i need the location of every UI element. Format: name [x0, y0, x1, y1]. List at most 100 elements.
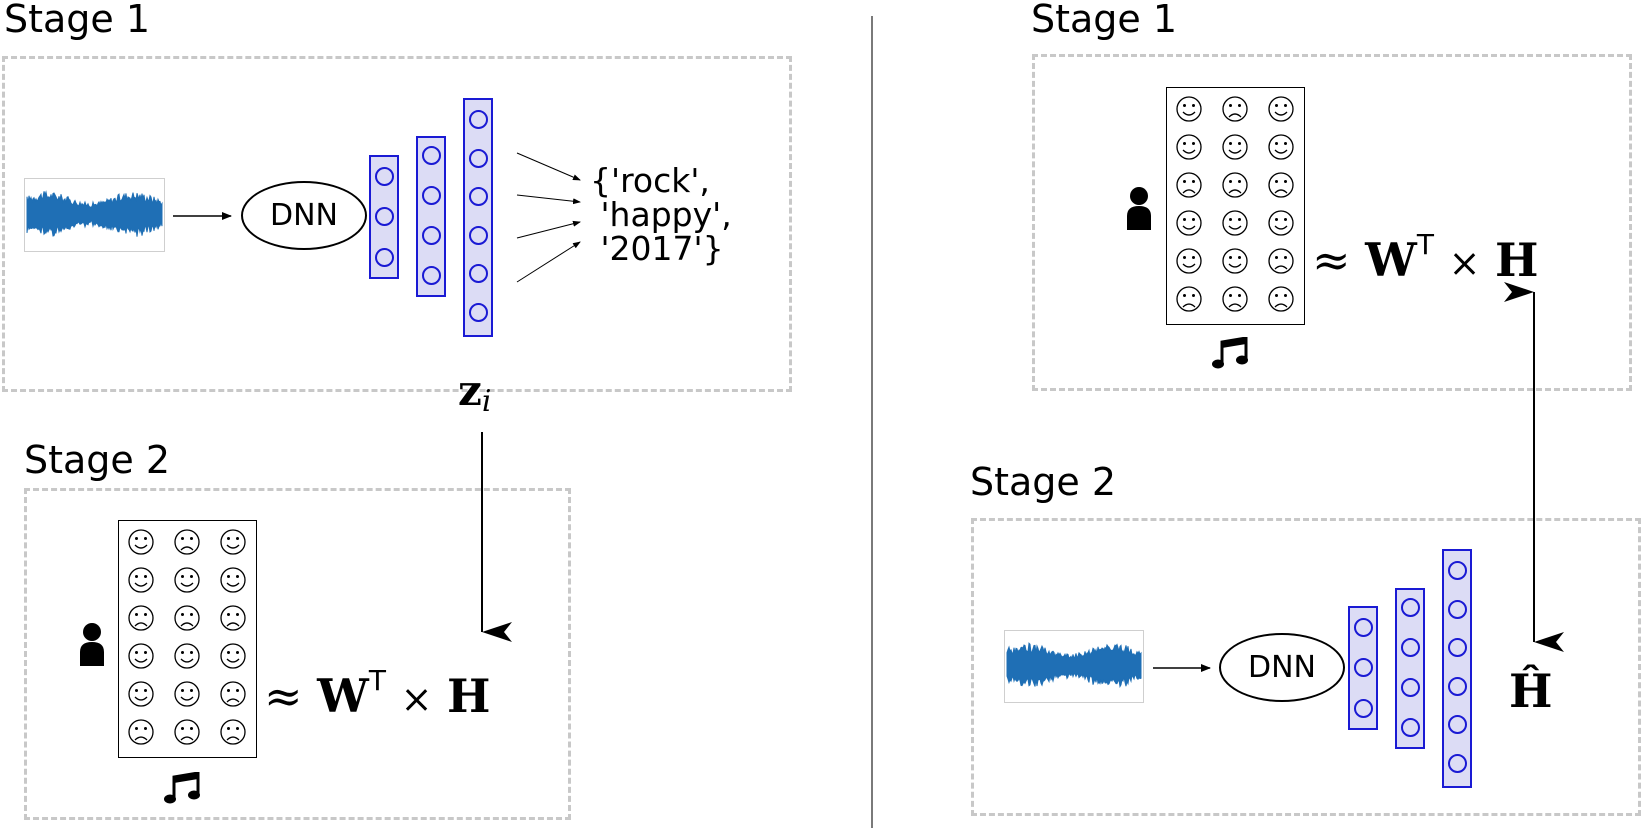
right-layer-3: [1442, 549, 1472, 788]
output-fan-arrow: [516, 241, 581, 283]
frowny-face-icon: [1268, 248, 1294, 274]
right-layer-2: [1395, 588, 1425, 749]
neuron: [1447, 638, 1467, 657]
right-stage1-title: Stage 1: [1031, 0, 1178, 41]
left-layer-3: [463, 98, 493, 337]
neuron: [1400, 718, 1420, 737]
neuron: [421, 186, 441, 205]
right-stage1-panel: [1032, 54, 1632, 391]
left-factorization-equation: ≈ WT × H: [264, 664, 491, 721]
right-matrix-faces: [1176, 96, 1294, 312]
frowny-face-icon: [1222, 286, 1248, 312]
frowny-face-icon: [1176, 286, 1202, 312]
output-fan-arrow: [516, 152, 581, 181]
smiley-face-icon: [1222, 248, 1248, 274]
neuron: [468, 226, 488, 245]
times-symbol: ×: [400, 677, 433, 721]
left-layer-2: [416, 136, 446, 297]
neuron: [468, 264, 488, 283]
approx-symbol: ≈: [1312, 233, 1351, 287]
neuron: [374, 207, 394, 226]
neuron: [421, 226, 441, 245]
smiley-face-icon: [1176, 248, 1202, 274]
right-stage2-title: Stage 2: [970, 460, 1117, 504]
smiley-face-icon: [174, 643, 200, 669]
frowny-face-icon: [220, 719, 246, 745]
neuron: [421, 146, 441, 165]
neuron: [1353, 699, 1373, 718]
frowny-face-icon: [174, 529, 200, 555]
right-dnn-label: DNN: [1248, 650, 1316, 685]
neuron: [1400, 678, 1420, 697]
left-music-note-icon: [164, 771, 202, 810]
h-matrix-symbol: H: [1495, 233, 1539, 287]
smiley-face-icon: [1268, 134, 1294, 160]
smiley-face-icon: [128, 567, 154, 593]
smiley-face-icon: [1222, 210, 1248, 236]
neuron: [1447, 600, 1467, 619]
left-stage1-panel: [2, 56, 792, 392]
transpose-symbol: T: [1416, 228, 1434, 261]
music-note-icon: [164, 771, 200, 804]
frowny-face-icon: [1268, 286, 1294, 312]
left-rating-matrix: [118, 520, 257, 758]
left-output-tags: {'rock', 'happy', '2017'}: [590, 164, 732, 266]
frowny-face-icon: [1268, 172, 1294, 198]
tag-line: '2017'}: [590, 229, 724, 268]
neuron: [468, 187, 488, 206]
tag-line: {'rock',: [590, 161, 710, 200]
neuron: [1353, 658, 1373, 677]
smiley-face-icon: [1176, 134, 1202, 160]
left-dnn-ellipse: DNN: [241, 181, 367, 250]
smiley-face-icon: [220, 529, 246, 555]
frowny-face-icon: [1222, 96, 1248, 122]
person-icon: [1127, 187, 1151, 230]
music-note-icon: [1212, 336, 1248, 369]
smiley-face-icon: [1268, 210, 1294, 236]
transpose-symbol: T: [368, 664, 386, 697]
approx-symbol: ≈: [264, 669, 303, 723]
output-fan-arrow: [516, 194, 581, 205]
smiley-face-icon: [1176, 210, 1202, 236]
neuron: [1447, 561, 1467, 580]
frowny-face-icon: [1222, 172, 1248, 198]
output-fan-arrow: [516, 220, 581, 239]
h-matrix-symbol: H: [447, 669, 491, 723]
frowny-face-icon: [220, 605, 246, 631]
neuron: [1447, 677, 1467, 696]
neuron: [374, 248, 394, 267]
w-matrix-symbol: W: [317, 669, 369, 723]
w-matrix-symbol: W: [1365, 233, 1417, 287]
neuron: [374, 167, 394, 186]
right-layer-1: [1348, 606, 1378, 730]
frowny-face-icon: [128, 605, 154, 631]
neuron: [1400, 638, 1420, 657]
smiley-face-icon: [1176, 96, 1202, 122]
neuron: [1353, 618, 1373, 637]
left-matrix-faces: [128, 529, 246, 745]
left-stage2-panel: [24, 488, 571, 820]
right-waveform-graphic: [1006, 642, 1142, 688]
left-stage2-title: Stage 2: [24, 438, 171, 482]
neuron: [468, 303, 488, 322]
right-stage2-panel: [971, 518, 1641, 816]
smiley-face-icon: [128, 681, 154, 707]
right-dnn-ellipse: DNN: [1219, 633, 1345, 702]
smiley-face-icon: [174, 681, 200, 707]
smiley-face-icon: [1222, 134, 1248, 160]
neuron: [1447, 715, 1467, 734]
neuron: [468, 149, 488, 168]
tag-line: 'happy',: [590, 195, 732, 234]
right-audio-waveform: [1004, 630, 1144, 703]
times-symbol: ×: [1448, 241, 1481, 285]
left-stage1-title: Stage 1: [4, 0, 151, 41]
smiley-face-icon: [220, 643, 246, 669]
right-music-note-icon-wrap: [1212, 336, 1250, 375]
neuron: [468, 110, 488, 129]
center-divider: [871, 16, 873, 828]
frowny-face-icon: [174, 719, 200, 745]
embedding-label-zi: zi: [458, 366, 492, 419]
left-person-icon: [78, 622, 106, 672]
smiley-face-icon: [174, 567, 200, 593]
